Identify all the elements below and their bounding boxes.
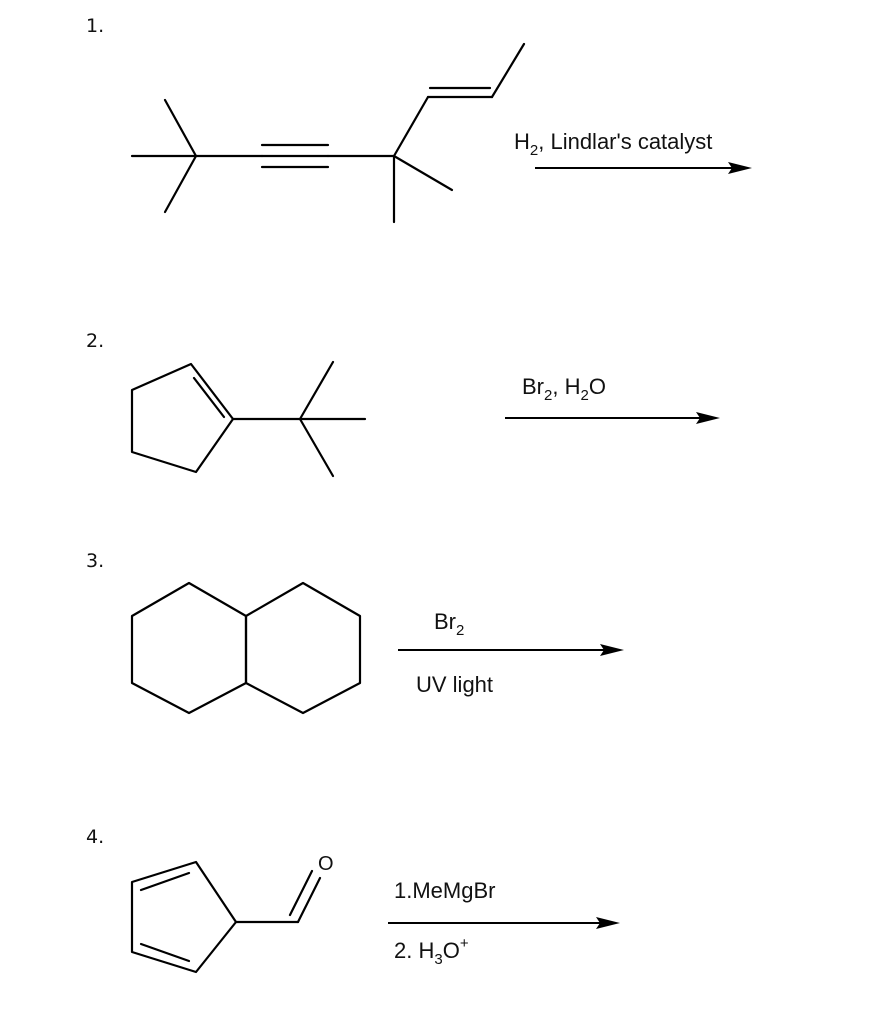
reaction-4-molecule: [130, 860, 322, 974]
reaction-2: 2. Br2, H2O: [86, 330, 720, 478]
reaction-3-reagent-below: UV light: [416, 672, 493, 697]
reaction-4-reagent-above: 1.MeMgBr: [394, 878, 495, 903]
oxygen-atom-label: O: [318, 853, 334, 875]
reaction-2-number: 2.: [86, 330, 104, 352]
reaction-3-arrow: [398, 644, 624, 656]
reaction-4-reagent-below: 2. H3O+: [394, 935, 469, 968]
reaction-1-arrow: [535, 162, 752, 174]
reaction-4-number: 4.: [86, 826, 104, 848]
reaction-2-arrow: [505, 412, 720, 424]
reaction-3-number: 3.: [86, 550, 104, 572]
reaction-3-reagent-above: Br2: [434, 609, 464, 639]
reaction-2-reagent: Br2, H2O: [522, 374, 606, 404]
reaction-4: 4. O 1.MeMgBr 2. H3O+: [86, 826, 620, 974]
reaction-1-reagent: H2, Lindlar's catalyst: [514, 129, 712, 159]
reaction-1-number: 1.: [86, 15, 104, 37]
reaction-1: 1. H2, Lindlar's catalyst: [86, 15, 752, 224]
reaction-4-arrow: [388, 917, 620, 929]
reaction-3: 3. Br2 UV light: [86, 550, 624, 715]
reaction-2-molecule: [130, 360, 367, 478]
reaction-3-molecule: [130, 581, 362, 715]
reaction-1-molecule: [130, 42, 526, 224]
